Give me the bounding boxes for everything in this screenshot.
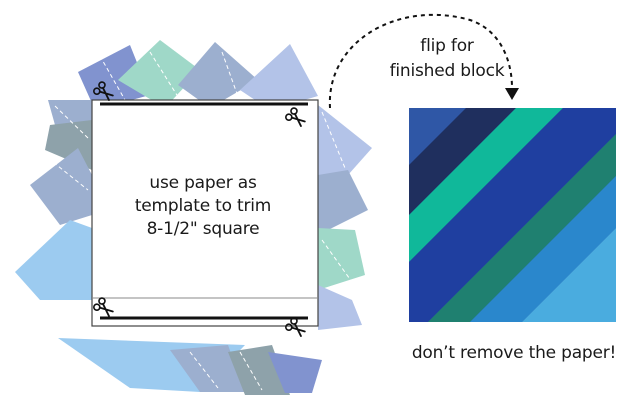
flip-label-line: flip for [382,34,512,59]
paper-template-line: use paper as [92,172,314,195]
scrap-right-1 [318,105,372,180]
paper-template-label: use paper as template to trim 8-1/2" squ… [92,172,314,241]
flip-label: flip for finished block [382,34,512,84]
flip-label-line: finished block [382,59,512,84]
scrap-left-3 [30,148,92,225]
scrap-right-3 [318,228,365,290]
scrap-left-4 [15,220,92,300]
scrap-right-4 [318,285,362,330]
paper-note: don’t remove the paper! [395,342,633,364]
paper-template-line: 8-1/2" square [92,218,314,241]
scrap-top-3 [178,42,258,108]
finished-block [409,108,616,322]
paper-template-line: template to trim [92,195,314,218]
scrap-right-2 [318,170,368,235]
